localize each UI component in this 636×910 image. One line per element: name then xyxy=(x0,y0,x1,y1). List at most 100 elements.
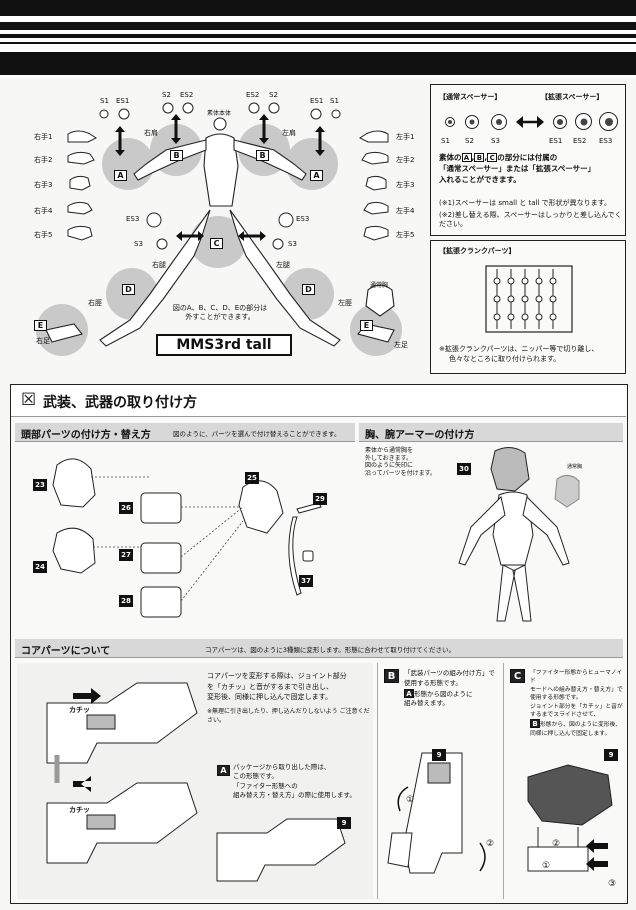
joint-badge-b: B xyxy=(474,153,485,162)
joint-badge-c: C xyxy=(210,238,223,249)
right-hand-label: 右手4 xyxy=(34,207,53,215)
crank-panel: 【拡張クランクパーツ】 ※拡張クランクパーツは、ニッパー等で切り離し、 色々なと… xyxy=(430,240,626,374)
crank-title: 【拡張クランクパーツ】 xyxy=(439,247,516,255)
part-number: 24 xyxy=(33,561,47,573)
joint-badge-b: B xyxy=(256,150,269,161)
spacer-note: (※1)スペーサーは small と tall で形状が異なります。 xyxy=(439,199,611,207)
part-number: 25 xyxy=(245,472,259,484)
part-number: 28 xyxy=(119,595,133,607)
step-num: ③ xyxy=(608,879,617,889)
right-foot-label: 右足 xyxy=(36,337,50,345)
spacer-es1 xyxy=(553,115,567,129)
left-hands-drawing xyxy=(359,130,389,241)
model-name-badge: MMS3rd tall xyxy=(156,334,292,356)
normal-chest-label: 通常胸 xyxy=(567,464,583,470)
spacer-tag: S2 xyxy=(162,91,171,99)
left-hand-list: 左手1 左手2 左手3 左手4 左手5 xyxy=(346,126,426,326)
chest-armor-drawing xyxy=(458,447,580,622)
chest-armor-desc: 素体から通常胸を 外しておきます。 図のように矢印に 沿ってパーツを付けます。 xyxy=(365,447,436,477)
click-sfx: カチッ xyxy=(69,806,90,814)
right-hand-label: 右手5 xyxy=(34,231,53,239)
spacer-label: S1 xyxy=(441,137,450,145)
part-number: 9 xyxy=(432,749,446,761)
core-main-text: コアパーツを変形する際は、ジョイント部分 を「カチッ」と音がするまで引き出し、 … xyxy=(207,672,370,724)
part-number: 37 xyxy=(299,575,313,587)
click-sfx: カチッ xyxy=(69,706,90,714)
spacer-tag: ES1 xyxy=(116,97,130,105)
part-number: 26 xyxy=(119,502,133,514)
spacer-panel: 【通常スペーサー】 【拡張スペーサー】 S1 S2 S3 ES1 ES2 ES3… xyxy=(430,84,626,236)
crank-note: ※拡張クランクパーツは、ニッパー等で切り離し、 xyxy=(439,345,599,353)
joint-badge-e: E xyxy=(360,320,373,331)
spacer-tag: ES2 xyxy=(246,91,260,99)
right-hand-label: 右手3 xyxy=(34,181,53,189)
core-parts-title: コアパーツについて xyxy=(21,646,111,657)
extended-spacer-title: 【拡張スペーサー】 xyxy=(541,93,604,101)
left-hand-label: 左手4 xyxy=(396,207,415,215)
mms-body-diagram: 右手1 右手2 右手3 右手4 右手5 左手1 左手2 左手3 左手4 左手5 xyxy=(10,78,430,374)
step-c-panel: C 「ファイター形態からヒューマノイド モードへの組み替え方・替え方」で 使用す… xyxy=(503,663,625,899)
joint-badge-c: C xyxy=(487,153,498,162)
head-parts-title: 頭部パーツの付け方・替え方 xyxy=(21,430,151,441)
part-number: 9 xyxy=(604,749,618,761)
spacer-label: ES1 xyxy=(549,137,563,145)
spacer-label: S2 xyxy=(465,137,474,145)
joint-badge-a: A xyxy=(114,170,127,181)
spacer-label: S3 xyxy=(491,137,500,145)
right-shin-label: 右脛 xyxy=(88,299,102,307)
ref-badge-a: A xyxy=(404,688,414,698)
step-c-drawing xyxy=(527,764,613,872)
spacer-es3 xyxy=(599,112,618,131)
step-a-text: パッケージから取り出した際は、 この形態です。 「ファイター形態への 組み替え方… xyxy=(233,763,356,800)
normal-spacer-title: 【通常スペーサー】 xyxy=(439,93,502,101)
spacer-tag: ES1 xyxy=(310,97,324,105)
spacer-note: (※2)差し替える際、スペーサーはしっかりと差し込んでください。 xyxy=(439,211,622,228)
spacer-tag: ES2 xyxy=(180,91,194,99)
spacer-label: ES2 xyxy=(573,137,587,145)
step-b-badge: B xyxy=(384,669,399,683)
weapon-section-icon: ☒ xyxy=(21,390,37,410)
left-hand-label: 左手5 xyxy=(396,231,415,239)
spacer-label: ES3 xyxy=(599,137,613,145)
joint-badge-d: D xyxy=(302,284,315,295)
right-hand-label: 右手2 xyxy=(34,156,53,164)
spacer-s2 xyxy=(465,115,479,129)
page-header-band xyxy=(0,0,636,78)
part-number: 29 xyxy=(313,493,327,505)
joint-badge-a: A xyxy=(310,170,323,181)
joint-badge-a: A xyxy=(461,153,472,162)
spacer-tag: S2 xyxy=(269,91,278,99)
spacer-desc-line2: 「通常スペーサー」または「拡張スペーサー」 xyxy=(439,163,596,173)
head-parts-header: 頭部パーツの付け方・替え方 図のように、パーツを選んで付け替えることができます。 xyxy=(15,423,355,442)
spacer-es2 xyxy=(575,113,592,130)
chest-armor-title: 胸、腕アーマーの付け方 xyxy=(365,430,475,441)
step-num: ② xyxy=(486,839,495,849)
spacer-s3 xyxy=(491,114,507,130)
part-number: 30 xyxy=(457,463,471,475)
part-number: 9 xyxy=(337,817,351,829)
right-hands-drawing xyxy=(67,130,97,241)
core-main-panel: コアパーツを変形する際は、ジョイント部分 を「カチッ」と音がするまで引き出し、 … xyxy=(17,663,373,899)
spacer-tag: S3 xyxy=(134,240,143,248)
step-num: ② xyxy=(552,839,561,849)
part-number: 27 xyxy=(119,549,133,561)
crank-note: 色々なところに取り付けられます。 xyxy=(449,355,561,363)
left-hand-label: 左手1 xyxy=(396,133,415,141)
ref-badge-b: B xyxy=(530,719,540,729)
removable-parts-note: 図のA、B、C、D、Eの部分は外すことができます。 xyxy=(172,304,268,321)
right-hand-label: 右手1 xyxy=(34,133,53,141)
spacer-tag: ES3 xyxy=(296,215,310,223)
right-shoulder-label: 右肩 xyxy=(144,129,158,137)
joint-badge-e: E xyxy=(34,320,47,331)
joint-badge-b: B xyxy=(170,150,183,161)
weapon-section-frame: ☒ 武装、武器の取り付け方 頭部パーツの付け方・替え方 図のように、パーツを選ん… xyxy=(10,384,628,904)
step-c-badge: C xyxy=(510,669,525,683)
left-shin-label: 左脛 xyxy=(338,299,352,307)
head-parts-desc: 図のように、パーツを選んで付け替えることができます。 xyxy=(173,430,341,438)
body-label: 素体本体 xyxy=(207,110,232,117)
step-num: ① xyxy=(406,795,415,805)
part-number: 23 xyxy=(33,479,47,491)
